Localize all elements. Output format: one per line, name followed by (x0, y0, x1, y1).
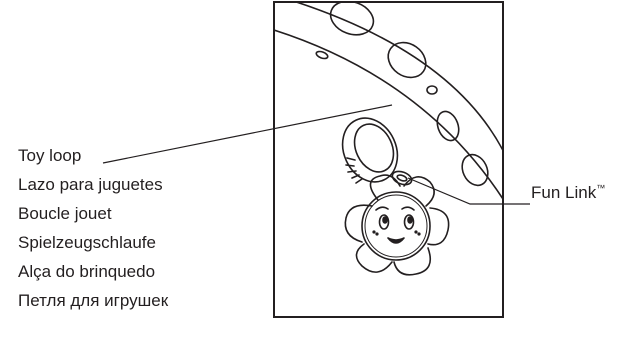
trademark-symbol: ™ (596, 183, 605, 193)
fun-link-label: Fun Link™ (531, 178, 605, 203)
toy-loop-label-french: Boucle jouet (18, 204, 168, 224)
illustration-frame (274, 2, 503, 317)
fun-link-label-text: Fun Link (531, 183, 596, 202)
toy-loop-label-german: Spielzeugschlaufe (18, 233, 168, 253)
toy-loop-label-english: Toy loop (18, 146, 168, 166)
toy-loop-label-spanish: Lazo para juguetes (18, 175, 168, 195)
toy-loop-label-russian: Петля для игрушек (18, 291, 168, 311)
toy-loop-label-portuguese: Alça do brinquedo (18, 262, 168, 282)
toy-loop-label-list: Toy loop Lazo para juguetes Boucle jouet… (18, 146, 168, 320)
